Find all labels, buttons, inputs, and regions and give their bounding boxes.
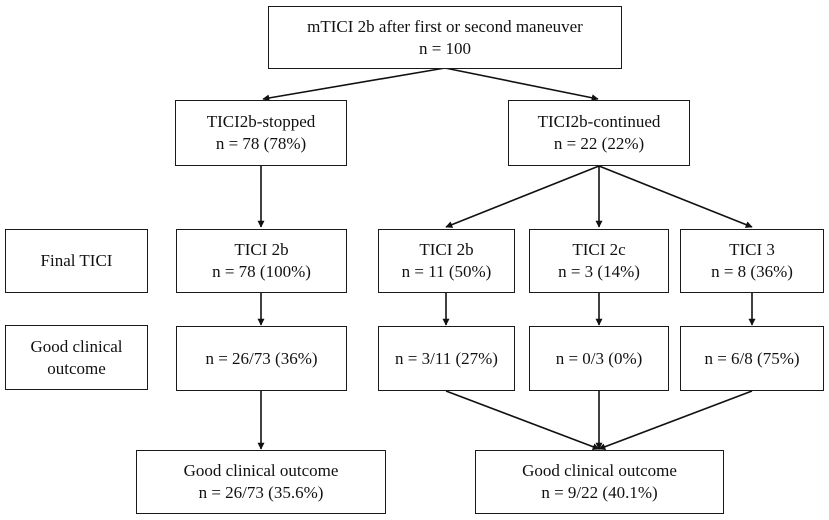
final-tici-stopped-2b-title: TICI 2b [234, 240, 289, 259]
final-tici-continued-2b-count: n = 11 (50%) [401, 262, 492, 281]
row-label-good-outcome: Good clinical outcome [5, 325, 148, 390]
arrow-root-to-stopped [262, 67, 446, 102]
outcome-continued-2b-value: n = 3/11 (27%) [395, 348, 498, 368]
continued-count: n = 22 (22%) [553, 134, 645, 153]
outcome-continued-2c-value: n = 0/3 (0%) [555, 348, 643, 368]
final-tici-stopped-2b-count: n = 78 (100%) [212, 262, 311, 281]
outcome-continued-2c-box: n = 0/3 (0%) [529, 326, 669, 391]
arrow-outcome-3-to-summary [598, 390, 753, 451]
arrow-outcome-2b-to-summary [445, 390, 600, 451]
summary-continued-title: Good clinical outcome [522, 461, 677, 480]
root-count: n = 100 [418, 38, 472, 58]
outcome-continued-2b-box: n = 3/11 (27%) [378, 326, 515, 391]
good-outcome-label-line1: Good clinical [30, 336, 123, 356]
arrow-root-to-continued [444, 67, 599, 102]
summary-continued-box: Good clinical outcome n = 9/22 (40.1%) [475, 450, 724, 514]
arrow-continued-to-final-2b [445, 165, 600, 228]
final-tici-continued-2b-title: TICI 2b [419, 240, 474, 259]
good-outcome-label-line2: outcome [47, 358, 106, 378]
final-tici-continued-2c-count: n = 3 (14%) [558, 262, 640, 281]
outcome-continued-3-value: n = 6/8 (75%) [704, 348, 800, 368]
summary-stopped-title: Good clinical outcome [183, 461, 339, 480]
stopped-box: TICI2b-stopped n = 78 (78%) [175, 100, 347, 166]
final-tici-continued-2c-title: TICI 2c [572, 240, 626, 259]
root-title: mTICI 2b after first or second maneuver [307, 16, 583, 36]
root-box: mTICI 2b after first or second maneuver … [268, 6, 622, 69]
summary-stopped-count: n = 26/73 (35.6%) [198, 483, 324, 502]
summary-stopped-box: Good clinical outcome n = 26/73 (35.6%) [136, 450, 386, 514]
stopped-title: TICI2b-stopped [206, 112, 316, 131]
arrow-continued-to-final-3 [598, 165, 753, 228]
final-tici-continued-2c-box: TICI 2c n = 3 (14%) [529, 229, 669, 293]
row-label-final-tici: Final TICI [5, 229, 148, 293]
continued-title: TICI2b-continued [537, 112, 661, 131]
final-tici-continued-3-box: TICI 3 n = 8 (36%) [680, 229, 824, 293]
summary-continued-count: n = 9/22 (40.1%) [541, 483, 658, 502]
outcome-stopped-2b-value: n = 26/73 (36%) [205, 348, 318, 368]
final-tici-stopped-2b-box: TICI 2b n = 78 (100%) [176, 229, 347, 293]
final-tici-continued-3-title: TICI 3 [729, 240, 775, 259]
stopped-count: n = 78 (78%) [215, 134, 307, 153]
continued-box: TICI2b-continued n = 22 (22%) [508, 100, 690, 166]
final-tici-label: Final TICI [40, 251, 113, 270]
final-tici-continued-2b-box: TICI 2b n = 11 (50%) [378, 229, 515, 293]
outcome-continued-3-box: n = 6/8 (75%) [680, 326, 824, 391]
outcome-stopped-2b-box: n = 26/73 (36%) [176, 326, 347, 391]
final-tici-continued-3-count: n = 8 (36%) [711, 262, 793, 281]
